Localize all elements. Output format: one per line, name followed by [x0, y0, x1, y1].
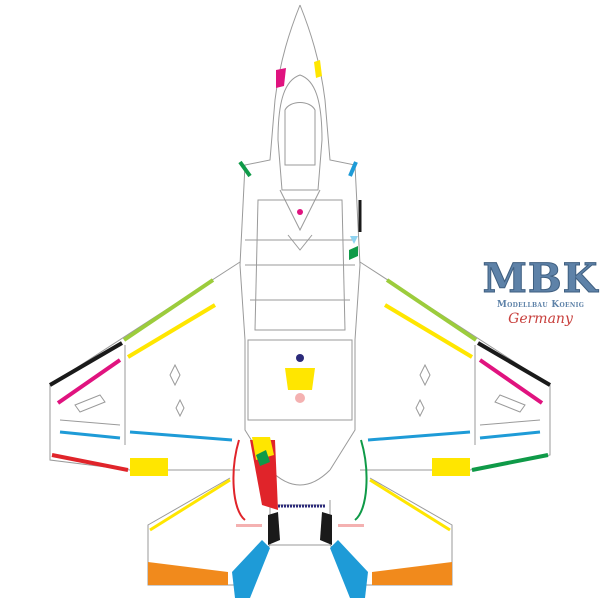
patch-black-tail-left	[268, 512, 280, 545]
nose-outline	[239, 4, 361, 266]
patch-orange-right	[372, 562, 452, 585]
strip-red-left	[51, 453, 129, 472]
patch-blue-tail-right	[330, 540, 368, 598]
strip-blue-right-2	[367, 430, 471, 442]
strip-blue-left-2	[129, 430, 233, 442]
patch-yellow-right	[432, 458, 470, 476]
strip-blue-right-1	[479, 430, 541, 440]
strip-green-right	[471, 453, 549, 472]
patch-blue-tail-left	[232, 540, 270, 598]
patch-yellow-left	[130, 458, 168, 476]
patch-black-tail-right	[320, 512, 332, 545]
strip-yellow-left	[126, 303, 217, 359]
strip-magenta-left	[56, 358, 122, 405]
strip-black-left	[48, 341, 124, 387]
strip-yellow-right	[383, 303, 474, 359]
canopy-outline	[277, 74, 323, 191]
patch-orange-left	[148, 562, 228, 585]
strip-lime-left	[122, 278, 215, 342]
strip-lime-right	[385, 278, 478, 342]
mbk-logo: MBK Modellbau Koenig Germany	[478, 255, 600, 327]
logo-country: Germany	[508, 311, 573, 327]
strip-magenta-right	[478, 358, 544, 405]
strip-blue-left-1	[59, 430, 121, 440]
logo-company: Modellbau Koenig	[496, 300, 585, 310]
logo-brand: MBK	[482, 255, 599, 302]
strip-black-right	[476, 341, 552, 387]
